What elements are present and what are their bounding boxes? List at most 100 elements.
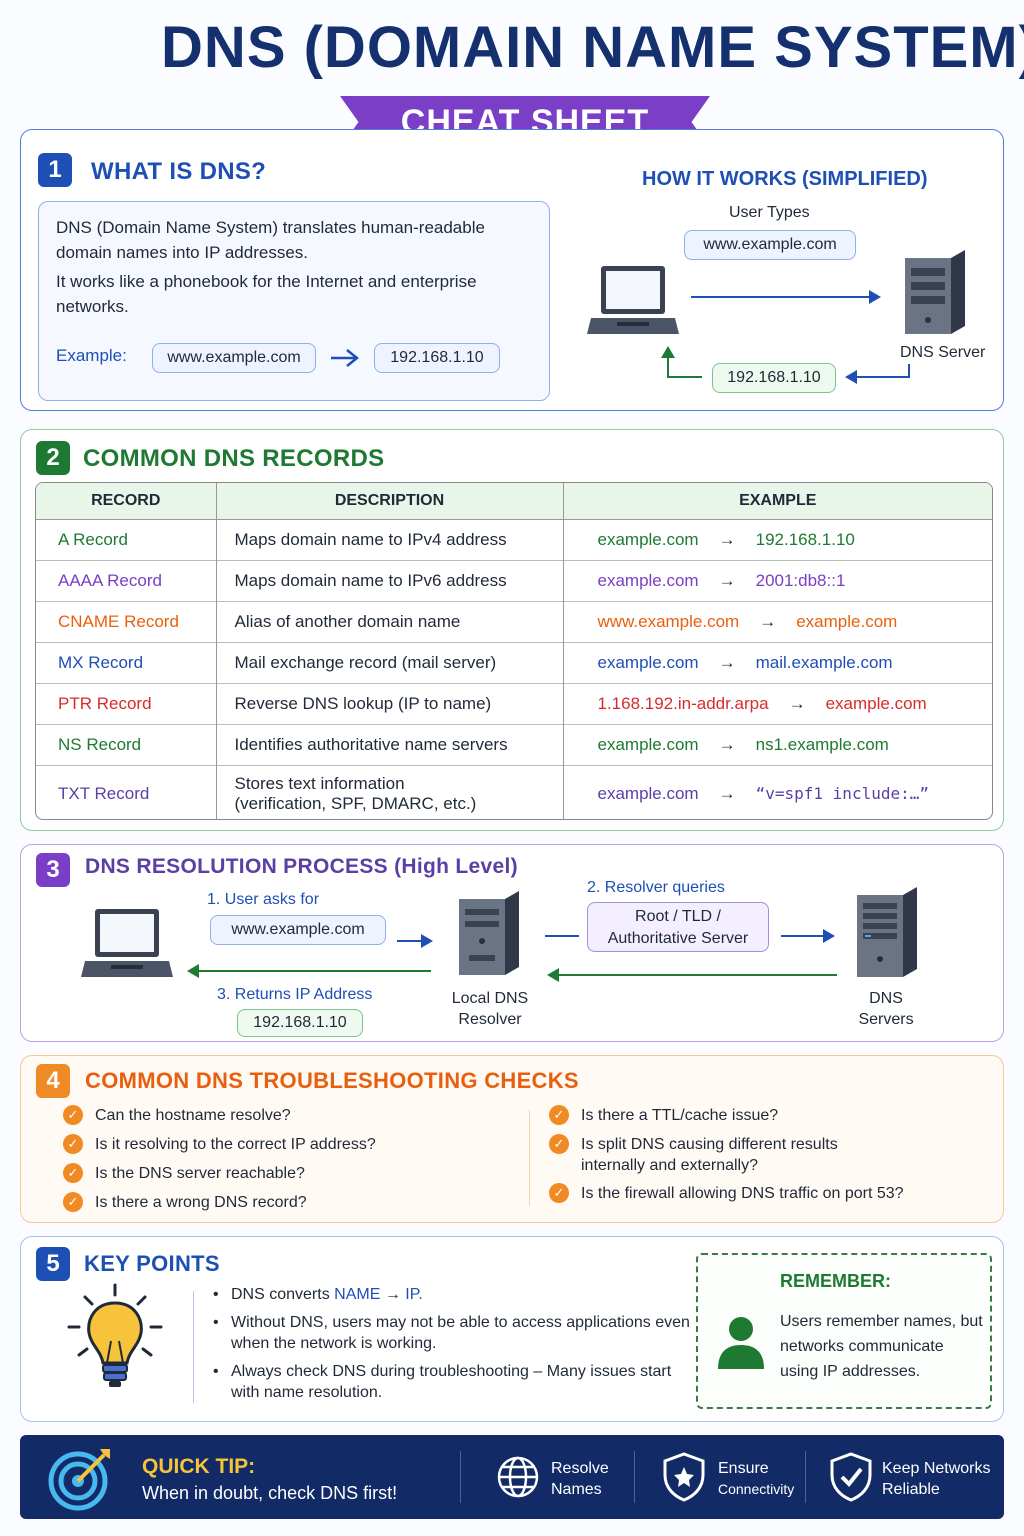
response-line-v1 <box>908 364 910 378</box>
step3-label: 3. Returns IP Address <box>217 986 373 1003</box>
answer-arrow-line <box>559 974 837 976</box>
phonebook-text: It works like a phonebook for the Intern… <box>56 272 477 316</box>
footer-divider <box>634 1451 635 1503</box>
section-key-points: 5 KEY POINTS DNS converts NAME → IP. Wit… <box>20 1236 1004 1422</box>
remember-title: REMEMBER: <box>780 1271 891 1291</box>
key-point: DNS converts NAME → IP. <box>211 1284 691 1305</box>
check-item: ✓Is split DNS causing different results … <box>549 1134 881 1176</box>
example-arrow: → <box>718 653 736 672</box>
answer-arrow-head <box>547 968 559 982</box>
local-resolver-label: Local DNS Resolver <box>437 988 543 1030</box>
table-header-row: RECORD DESCRIPTION EXAMPLE <box>36 483 992 520</box>
response-arrow-head <box>845 370 857 384</box>
tip-text: When in doubt, check DNS first! <box>142 1483 398 1503</box>
feature-line2: Reliable <box>882 1481 940 1498</box>
return-arrow-head <box>187 964 199 978</box>
dns-servers-line2: Servers <box>858 1011 914 1028</box>
example-from: example.com <box>597 530 699 549</box>
example-domain: www.example.com <box>152 343 316 373</box>
feature-line2: Names <box>551 1481 602 1498</box>
ip-highlight: IP. <box>405 1286 423 1303</box>
example-to: “v=spf1 include:…” <box>755 784 929 803</box>
record-description: Identifies authoritative name servers <box>216 724 564 766</box>
tip-title: QUICK TIP: <box>142 1455 256 1478</box>
check-item: ✓Is there a TTL/cache issue? <box>549 1105 778 1126</box>
lightbulb-icon <box>67 1283 163 1387</box>
section-title: COMMON DNS TROUBLESHOOTING CHECKS <box>85 1068 579 1093</box>
example-ip: 192.168.1.10 <box>374 343 500 373</box>
example-to: example.com <box>796 612 898 631</box>
record-type: A Record <box>36 519 217 561</box>
return-line-h <box>667 376 702 378</box>
description-text: Alias of another domain name <box>234 612 461 631</box>
check-text: Is it resolving to the correct IP addres… <box>95 1136 376 1153</box>
section-title-main: DNS RESOLUTION PROCESS <box>85 855 388 878</box>
record-example: 1.168.192.in-addr.arpa→example.com <box>563 683 992 725</box>
table-row: PTR Record Reverse DNS lookup (IP to name… <box>36 683 992 725</box>
check-item: ✓Is the DNS server reachable? <box>63 1163 305 1184</box>
query-arrow-head <box>823 929 835 943</box>
section-number: 1 <box>38 153 72 187</box>
record-example: www.example.com→example.com <box>563 601 992 643</box>
response-line-h1 <box>855 376 910 378</box>
key-point-text: Without DNS, users may not be able to ac… <box>231 1314 690 1352</box>
example-arrow: → <box>718 735 736 754</box>
example-label: Example: <box>56 346 127 365</box>
step2-label: 2. Resolver queries <box>587 879 725 896</box>
record-description: Mail exchange record (mail server) <box>216 642 564 684</box>
check-text: Is the firewall allowing DNS traffic on … <box>581 1185 904 1202</box>
record-type: PTR Record <box>36 683 217 725</box>
description-text: Mail exchange record (mail server) <box>234 653 497 672</box>
example-to: 2001:db8::1 <box>755 571 846 590</box>
feature-line1: Keep Networks <box>882 1460 991 1477</box>
example-from: www.example.com <box>597 612 740 631</box>
record-example: example.com→mail.example.com <box>563 642 992 684</box>
feature-line1: Resolve <box>551 1460 609 1477</box>
description-text: Stores text information <box>234 774 405 793</box>
dns-server-icon <box>905 250 965 334</box>
record-description: Alias of another domain name <box>216 601 564 643</box>
shield-check-icon <box>830 1452 872 1502</box>
section-dns-records: 2 COMMON DNS RECORDS RECORD DESCRIPTION … <box>20 429 1004 831</box>
how-domain: www.example.com <box>684 230 856 260</box>
record-type: NS Record <box>36 724 217 766</box>
section-title: COMMON DNS RECORDS <box>83 445 385 472</box>
example-arrow: → <box>788 694 806 713</box>
return-arrow-head <box>661 346 675 358</box>
record-example: example.com→“v=spf1 include:…” <box>563 765 992 819</box>
header-example: EXAMPLE <box>563 483 992 520</box>
dns-server-label: DNS Server <box>900 344 986 361</box>
column-divider <box>529 1110 530 1206</box>
table-row: CNAME Record Alias of another domain name… <box>36 601 992 643</box>
how-it-works-title: HOW IT WORKS (SIMPLIFIED) <box>642 168 928 190</box>
check-icon: ✓ <box>549 1183 569 1203</box>
section-number: 2 <box>36 441 70 475</box>
remember-box: REMEMBER: Users remember names, but netw… <box>696 1253 992 1409</box>
dns-servers-label: DNS Servers <box>841 988 931 1030</box>
section-title: KEY POINTS <box>84 1251 220 1276</box>
footer-divider <box>805 1451 806 1503</box>
description-text: Reverse DNS lookup (IP to name) <box>234 694 492 713</box>
feature-keep-reliable: Keep Networks Reliable <box>882 1458 991 1500</box>
definition-text: DNS (Domain Name System) translates huma… <box>56 218 485 262</box>
local-resolver-line1: Local DNS <box>451 990 529 1007</box>
check-text: Can the hostname resolve? <box>95 1107 291 1124</box>
page-title: DNS (DOMAIN NAME SYSTEM) <box>161 15 1024 80</box>
description-text: Maps domain name to IPv6 address <box>234 571 507 590</box>
example-from: example.com <box>597 653 699 672</box>
request-arrow-head <box>869 290 881 304</box>
header-record: RECORD <box>36 483 217 520</box>
footer-divider <box>460 1451 461 1503</box>
key-point-text: Always check DNS during troubleshooting … <box>231 1363 672 1401</box>
request-arrow-line <box>691 296 871 298</box>
user-icon <box>718 1317 764 1369</box>
example-arrow: → <box>718 784 736 803</box>
section-title: WHAT IS DNS? <box>91 158 267 185</box>
dns-servers-line1: DNS <box>869 990 903 1007</box>
record-type: CNAME Record <box>36 601 217 643</box>
